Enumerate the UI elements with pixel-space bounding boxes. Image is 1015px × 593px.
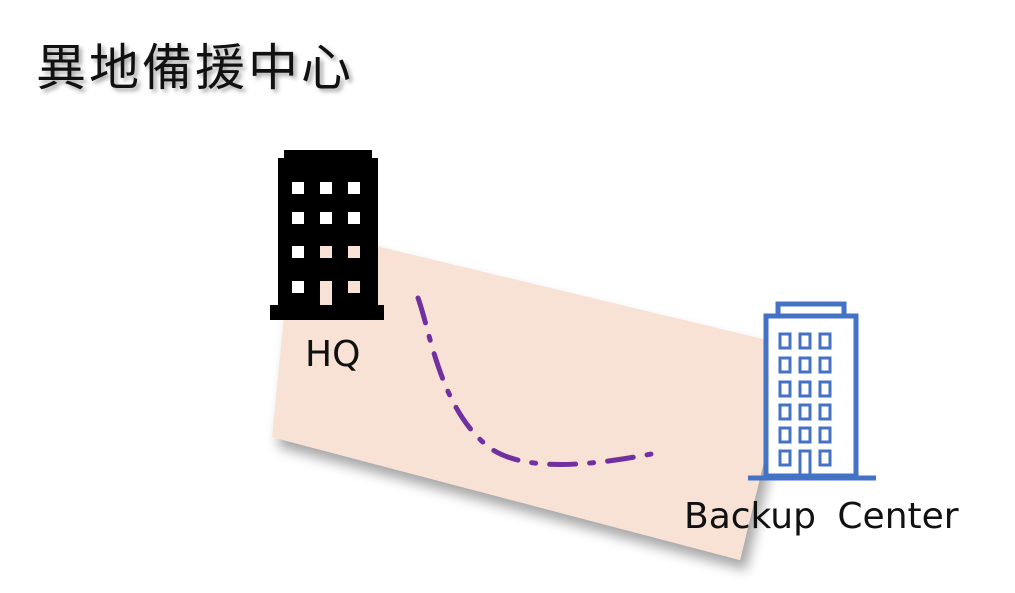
hq-label: HQ xyxy=(305,334,361,375)
backup-center-label: Backup Center xyxy=(684,496,959,537)
backup-connection-line xyxy=(415,295,665,467)
backup-center-building-icon xyxy=(748,301,876,481)
network-region xyxy=(272,226,792,560)
slide-title: 異地備援中心 xyxy=(36,39,354,97)
hq-building-icon xyxy=(270,150,384,320)
